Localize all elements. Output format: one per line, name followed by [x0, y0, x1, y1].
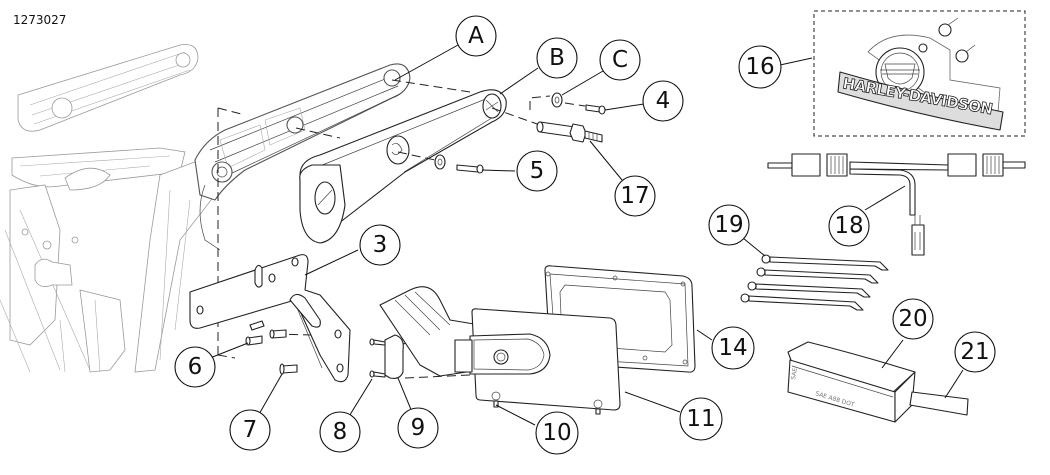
svg-text:B: B — [549, 45, 565, 71]
callout-5: 5 — [516, 150, 558, 192]
svg-text:A: A — [468, 23, 484, 49]
svg-text:14: 14 — [718, 335, 747, 361]
callout-6: 6 — [174, 346, 216, 388]
callout-9: 9 — [397, 407, 439, 449]
callout-11: 11 — [679, 397, 723, 441]
callout-8: 8 — [319, 411, 361, 453]
emblem-box: HARLEY-DAVIDSON — [813, 10, 1026, 137]
leader-lines — [204, 44, 964, 426]
svg-text:10: 10 — [542, 420, 571, 446]
svg-text:11: 11 — [686, 406, 715, 432]
fasteners-upper — [434, 92, 606, 174]
reflector-lamp-part: SAE A88 DOT SAE — [787, 341, 969, 423]
wiring-harness-part — [767, 153, 1026, 256]
callout-16: 16 — [738, 45, 782, 89]
license-plate-backing-part — [454, 308, 621, 415]
svg-text:16: 16 — [745, 54, 774, 80]
callout-4: 4 — [642, 80, 684, 122]
swingarm-bracket-part — [299, 89, 507, 244]
callout-21: 21 — [954, 331, 996, 373]
cable-ties-part — [740, 254, 889, 311]
callout-3: 3 — [359, 224, 401, 266]
callout-A: A — [455, 15, 497, 57]
callout-20: 20 — [892, 298, 934, 340]
svg-text:3: 3 — [373, 232, 388, 258]
lamp-marking-side: SAE — [790, 367, 799, 380]
svg-text:5: 5 — [530, 158, 545, 184]
svg-text:8: 8 — [333, 419, 348, 445]
motorcycle-frame — [0, 44, 411, 373]
svg-text:7: 7 — [243, 417, 258, 443]
svg-text:C: C — [612, 47, 628, 73]
svg-text:18: 18 — [834, 213, 863, 239]
callout-17: 17 — [614, 175, 656, 217]
callout-7: 7 — [229, 409, 271, 451]
svg-text:6: 6 — [188, 354, 203, 380]
callout-18: 18 — [828, 205, 870, 247]
svg-text:9: 9 — [411, 415, 426, 441]
svg-text:21: 21 — [960, 339, 989, 365]
diagram-id-label: 1273027 — [13, 13, 67, 27]
callout-14: 14 — [711, 326, 755, 370]
svg-text:4: 4 — [656, 88, 671, 114]
fasteners-lower — [245, 320, 298, 375]
svg-text:17: 17 — [620, 183, 649, 209]
svg-text:19: 19 — [714, 212, 743, 238]
callout-19: 19 — [708, 204, 750, 246]
callout-B: B — [536, 37, 578, 79]
mounting-bracket-part — [189, 254, 351, 383]
svg-text:20: 20 — [898, 306, 927, 332]
callout-C: C — [599, 39, 641, 81]
callout-10: 10 — [535, 411, 579, 455]
